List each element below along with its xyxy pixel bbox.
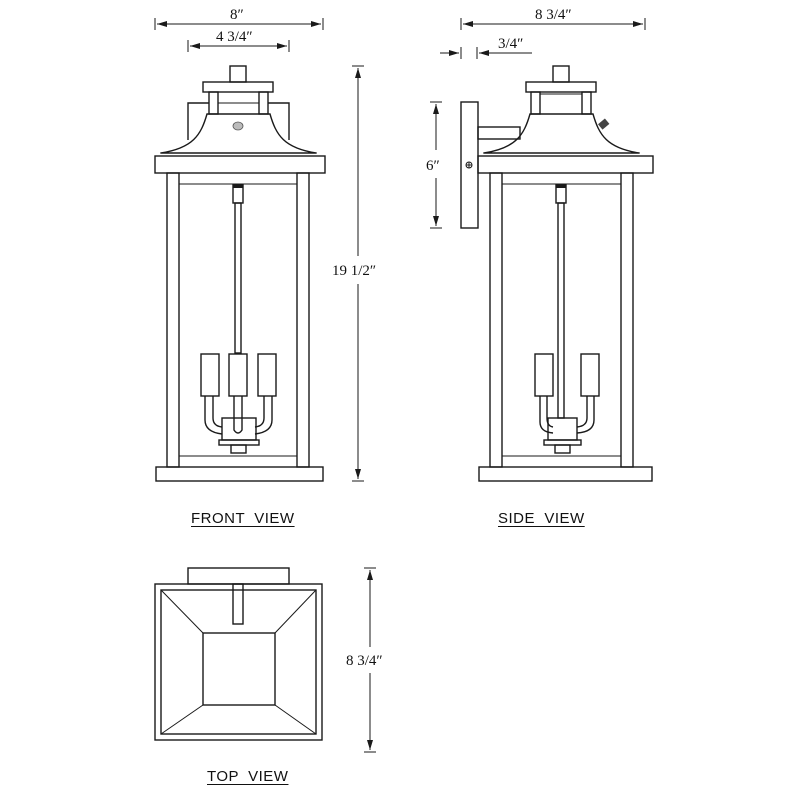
side-extension-text: 8 3/4″ [535, 7, 572, 23]
front-width-dimension: 8″ [154, 7, 324, 30]
side-view-label: SIDE VIEW [498, 510, 585, 527]
side-backplate-height-dimension: 6″ [426, 101, 442, 229]
front-top-width-dimension: 4 3/4″ [187, 29, 290, 52]
side-extension-dimension: 8 3/4″ [460, 7, 646, 30]
front-height-dimension: 19 1/2″ [332, 65, 376, 482]
front-top-width-text: 4 3/4″ [216, 29, 253, 45]
side-backplate-thickness-dimension: 3/4″ [440, 36, 532, 59]
photocell-icon [232, 121, 244, 131]
side-view-drawing: 8 3/4″ 3/4″ 6″ [426, 7, 654, 482]
photocell-icon [598, 118, 610, 130]
top-depth-text: 8 3/4″ [346, 653, 383, 669]
front-height-text: 19 1/2″ [332, 263, 376, 279]
side-height-text: 6″ [426, 158, 440, 174]
side-thickness-text: 3/4″ [498, 36, 523, 52]
top-view-label: TOP VIEW [207, 768, 289, 785]
top-view-drawing: 8 3/4″ [154, 567, 383, 753]
top-depth-dimension: 8 3/4″ [346, 567, 383, 753]
front-width-text: 8″ [230, 7, 244, 23]
front-view-drawing: 8″ 4 3/4″ [154, 7, 376, 482]
front-view-label: FRONT VIEW [191, 510, 295, 527]
